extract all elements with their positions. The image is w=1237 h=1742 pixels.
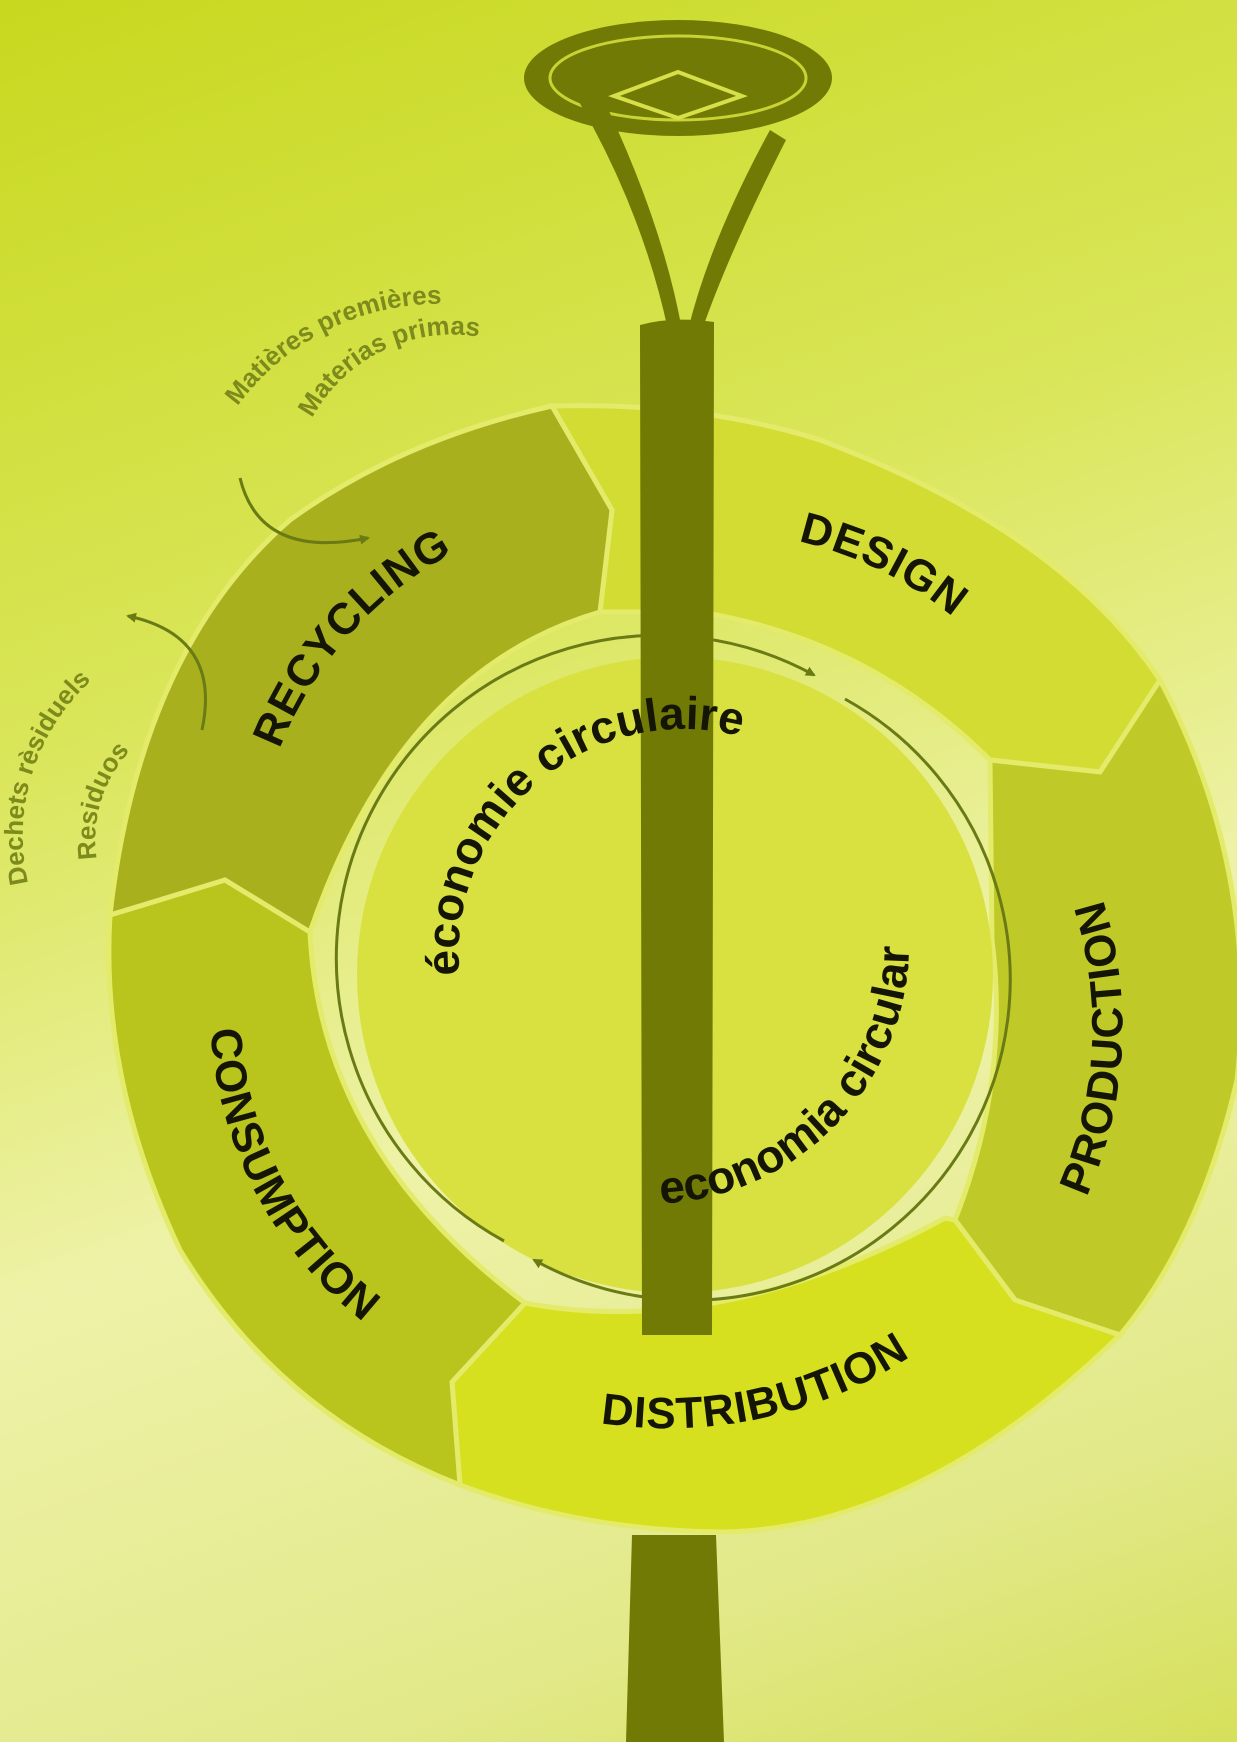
segment-consumption (106, 877, 529, 1489)
street-lamp (524, 20, 832, 1742)
raw-materials-arrow (238, 477, 370, 545)
segment-production (952, 675, 1237, 1338)
residual-waste-arrow (126, 612, 207, 731)
segment-recycling (107, 403, 615, 936)
